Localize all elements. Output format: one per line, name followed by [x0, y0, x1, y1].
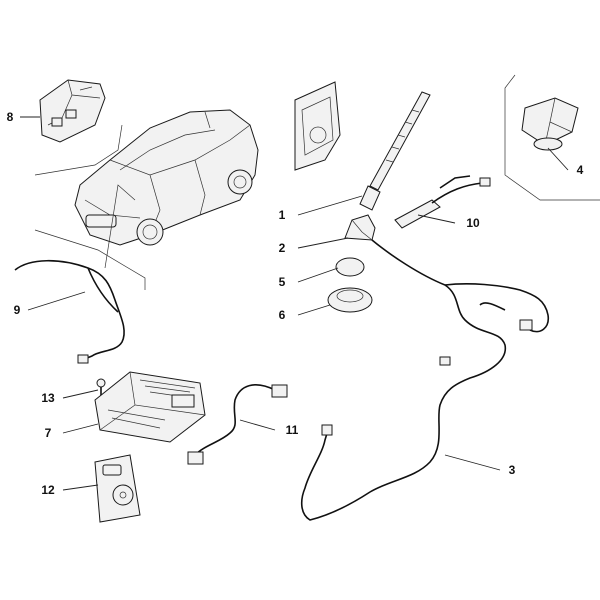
guide-line — [34, 229, 146, 290]
callout-10: 10 — [466, 216, 480, 230]
car-illustration — [74, 109, 259, 246]
callout-7: 7 — [45, 426, 52, 440]
callout-12: 12 — [41, 483, 55, 497]
seal-part — [327, 287, 373, 313]
receiver-unit — [94, 371, 206, 443]
guide-line — [104, 184, 136, 269]
callout-8: 8 — [7, 110, 14, 124]
gasket-part — [335, 257, 365, 277]
antenna-base — [344, 214, 376, 241]
antenna-cable — [300, 239, 550, 521]
callout-9: 9 — [14, 303, 21, 317]
frame-line — [504, 74, 600, 201]
bracket-part — [521, 97, 579, 151]
callout-1: 1 — [279, 208, 286, 222]
callout-11: 11 — [286, 423, 299, 437]
antenna-mast — [359, 91, 431, 211]
guide-line — [34, 124, 123, 176]
callout-5: 5 — [279, 275, 286, 289]
door-panel-part — [294, 81, 341, 171]
cable-part — [14, 259, 125, 364]
package-part — [94, 454, 141, 523]
switch-part — [39, 79, 106, 143]
callout-3: 3 — [509, 463, 516, 477]
adapter-cable — [187, 384, 288, 465]
callout-6: 6 — [279, 308, 286, 322]
leader-lines — [20, 116, 569, 491]
callout-13: 13 — [41, 391, 55, 405]
callout-4: 4 — [577, 163, 584, 177]
amplifier-part — [394, 175, 491, 229]
callout-2: 2 — [279, 241, 286, 255]
callout-labels: 1 2 3 4 5 6 7 8 9 10 11 12 13 — [7, 110, 584, 497]
